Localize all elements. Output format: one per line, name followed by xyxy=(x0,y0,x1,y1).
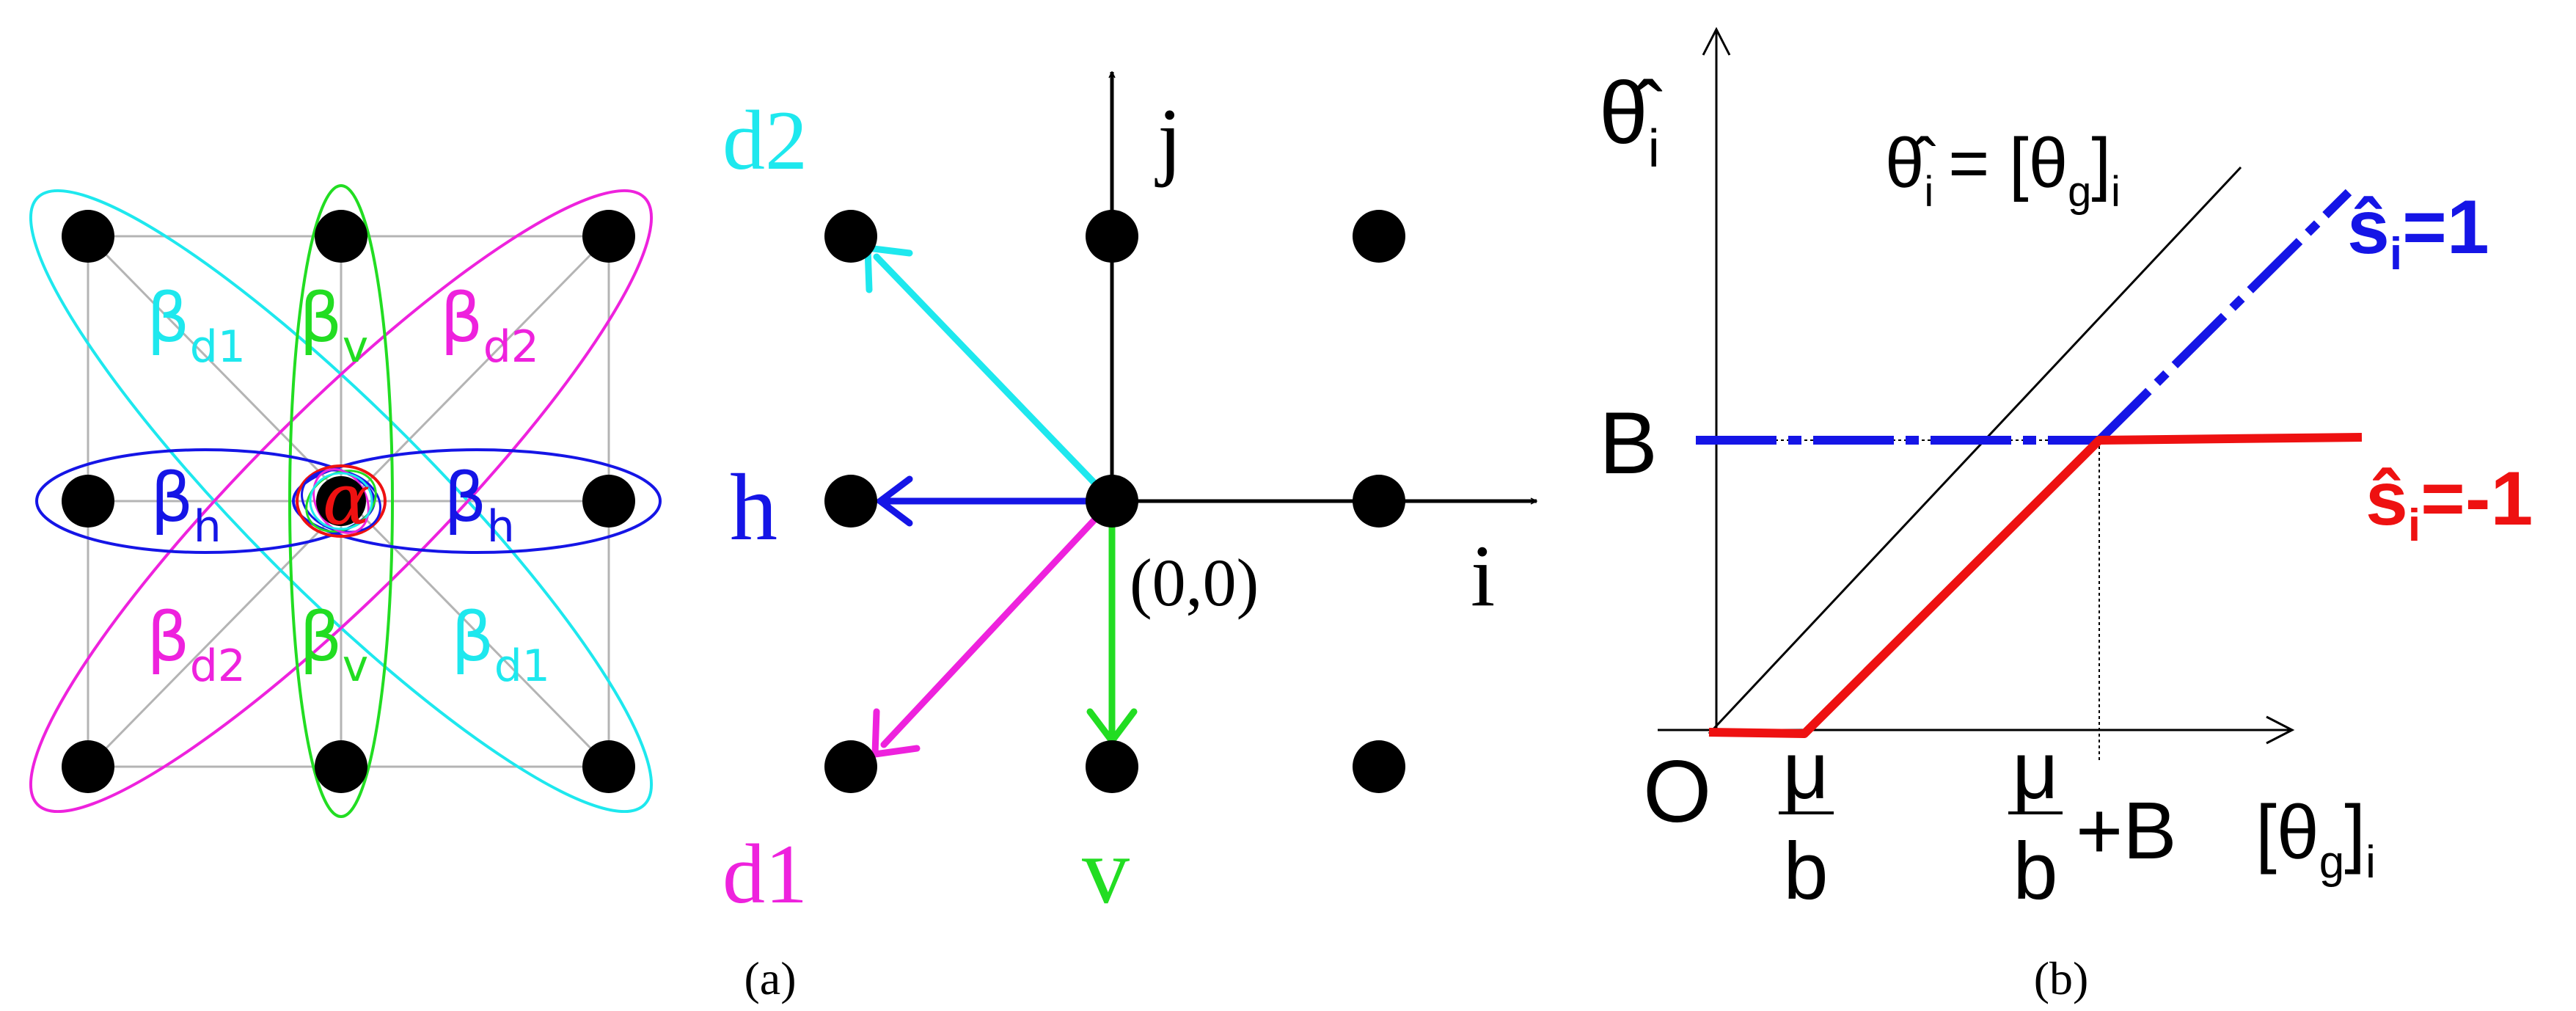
dir-label-d2: d2 xyxy=(722,94,808,188)
clique-ellipse-d1 xyxy=(29,189,653,813)
svg-text:b: b xyxy=(2013,826,2057,916)
dir-label-h: h xyxy=(730,455,777,561)
tick-mu-over-b-plus-B: μ b +B xyxy=(2008,726,2177,916)
node xyxy=(62,475,114,528)
tick-mu-over-b: μ b xyxy=(1779,726,1834,916)
node xyxy=(1086,475,1138,528)
alpha-symbol: α xyxy=(323,459,370,541)
axis-j-label: j xyxy=(1155,90,1182,188)
panel-a-cliques: α βd1 βv βd2 βh βh βd2 βv βd1 xyxy=(29,184,662,818)
label-beta-v-bottom: βv xyxy=(299,598,368,692)
clique-ellipse-h-right xyxy=(292,448,662,554)
svg-text:μ: μ xyxy=(1782,726,1829,816)
svg-text:+B: +B xyxy=(2076,786,2177,876)
node xyxy=(315,740,367,793)
panel-a-lattice: j i (0,0) d2 h d1 xyxy=(722,72,1537,1004)
node xyxy=(824,475,877,528)
node xyxy=(582,475,635,528)
clique-nodes xyxy=(62,210,635,793)
label-s-neg: ŝi=-1 xyxy=(2365,456,2533,551)
clique-ellipse-d2 xyxy=(29,189,653,813)
node xyxy=(62,210,114,263)
node xyxy=(582,210,635,263)
node xyxy=(1353,740,1405,793)
arrow-h-head xyxy=(874,475,913,527)
caption-b: (b) xyxy=(2034,952,2089,1004)
series-s-neg xyxy=(1708,433,2363,738)
arrow-d2 xyxy=(873,253,1116,505)
tick-B: B xyxy=(1599,394,1658,492)
y-axis-arrowhead xyxy=(1702,26,1731,56)
clique-labels: βd1 βv βd2 βh βh βd2 βv βd1 xyxy=(147,279,550,692)
dir-label-d1: d1 xyxy=(722,828,808,921)
direction-arrows xyxy=(864,244,1138,759)
tick-O: O xyxy=(1643,742,1711,841)
dir-label-v: v xyxy=(1082,818,1130,924)
svg-text:μ: μ xyxy=(2012,726,2058,816)
node xyxy=(582,740,635,793)
center-cluster: α xyxy=(296,459,387,541)
label-beta-d2-top: βd2 xyxy=(440,279,539,373)
node xyxy=(62,740,114,793)
label-beta-d1-bottom: βd1 xyxy=(451,598,550,692)
node xyxy=(824,210,877,263)
lattice-nodes xyxy=(824,210,1405,793)
x-axis-label: [θg]i xyxy=(2255,790,2376,888)
label-beta-d1-top: βd1 xyxy=(147,279,246,373)
label-beta-d2-bottom: βd2 xyxy=(147,598,246,692)
identity-line xyxy=(1708,166,2242,735)
label-beta-h-left: βh xyxy=(150,459,222,552)
node xyxy=(1353,210,1405,263)
svg-text:b: b xyxy=(1783,826,1828,916)
y-axis-label: θ̂i xyxy=(1599,64,1663,178)
arrow-d1-head xyxy=(871,708,921,759)
identity-label: θ̂i= [θg]i xyxy=(1885,124,2121,216)
node xyxy=(824,740,877,793)
node xyxy=(1353,475,1405,528)
axis-i-label: i xyxy=(1471,527,1495,624)
label-s-pos: ŝi=1 xyxy=(2347,185,2489,280)
arrow-d1 xyxy=(880,497,1116,748)
series-s-pos xyxy=(1696,189,2352,445)
caption-a: (a) xyxy=(744,952,796,1004)
label-beta-v-top: βv xyxy=(299,279,368,373)
node xyxy=(315,210,367,263)
origin-label: (0,0) xyxy=(1130,545,1259,620)
x-axis-arrowhead xyxy=(2266,715,2295,745)
clique-ellipse-v xyxy=(288,184,394,818)
panel-b-plot: θ̂i θ̂i= [θg]i ŝi=1 ŝi=-1 B O μ b μ b +B… xyxy=(1599,26,2533,1004)
node xyxy=(1086,740,1138,793)
node xyxy=(1086,210,1138,263)
label-beta-h-right: βh xyxy=(444,459,515,552)
